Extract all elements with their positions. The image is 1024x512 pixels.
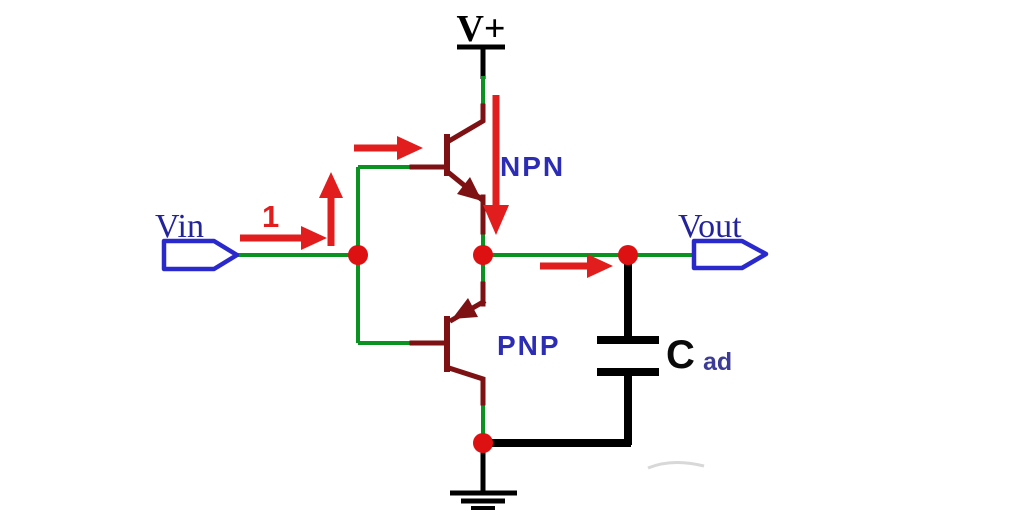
- junction-dot-ground: [473, 433, 493, 453]
- vin-port-shape: [161, 238, 240, 272]
- capacitor: C ad: [597, 257, 732, 445]
- vout-port-shape: [691, 238, 769, 271]
- current-arrow-npn-down-head: [483, 205, 509, 235]
- pnp-emitter-arrow-icon: [452, 298, 478, 319]
- pnp-transistor: PNP: [409, 281, 561, 406]
- ground-symbol: [450, 439, 631, 510]
- capacitor-label: C: [666, 333, 695, 377]
- vout-port: Vout: [678, 208, 769, 271]
- power-supply-symbol: V+: [456, 8, 506, 110]
- smudge-artifact: [647, 461, 705, 470]
- vout-label: Vout: [678, 208, 742, 245]
- current-step-label: 1: [262, 199, 279, 234]
- current-flow-arrows: 1: [240, 95, 613, 278]
- junction-dot-vout: [618, 245, 638, 265]
- pnp-label: PNP: [497, 330, 561, 361]
- npn-collector-lead: [445, 103, 486, 145]
- pnp-collector-lead: [445, 364, 486, 406]
- npn-transistor: NPN: [409, 103, 565, 235]
- npn-label: NPN: [500, 151, 565, 182]
- junction-dots: [348, 245, 638, 453]
- current-arrow-npn-base-head: [397, 136, 423, 160]
- npn-emitter-arrow-icon: [457, 177, 482, 201]
- junction-dot-output-node: [473, 245, 493, 265]
- vin-label: Vin: [155, 208, 204, 245]
- capacitor-subscript: ad: [703, 348, 732, 376]
- current-arrow-input-head: [301, 226, 327, 250]
- junction-dot-input: [348, 245, 368, 265]
- vplus-label: V+: [456, 8, 505, 50]
- current-arrow-up-head: [319, 172, 343, 198]
- current-arrow-output-head: [587, 254, 613, 278]
- vin-port: Vin: [155, 208, 240, 272]
